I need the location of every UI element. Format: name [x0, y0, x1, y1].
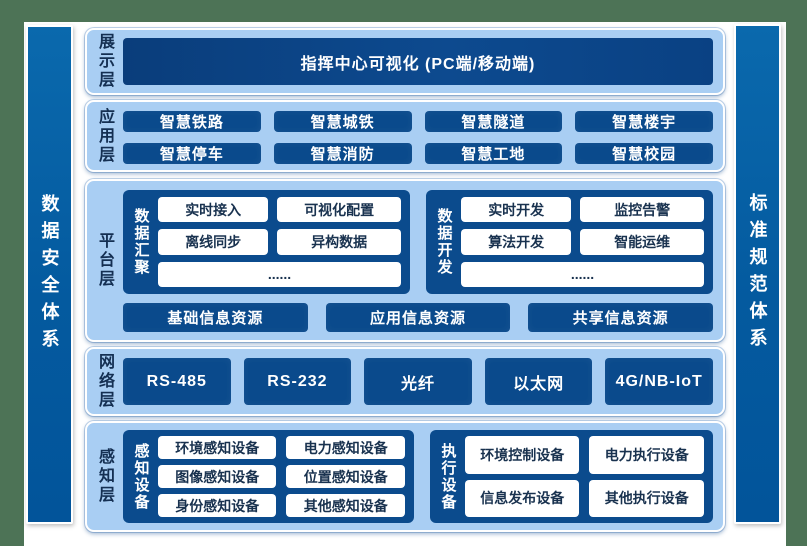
platform-item: 实时开发 [461, 197, 572, 223]
execution-devices-group: 执行设备 环境控制设备 电力执行设备 信息发布设备 其他执行设备 [429, 430, 713, 523]
network-box: RS-485 [123, 358, 231, 405]
device-box: 其他执行设备 [589, 479, 704, 517]
network-layer-label: 网络层 [96, 353, 113, 410]
application-box: 智慧停车 [123, 143, 261, 164]
device-box: 其他感知设备 [286, 494, 405, 517]
application-box: 智慧城铁 [273, 111, 412, 132]
application-box: 智慧铁路 [123, 111, 261, 132]
application-layer-body: 智慧铁路 智慧城铁 智慧隧道 智慧楼宇 智慧停车 智慧消防 智慧工地 智慧校园 [121, 102, 723, 170]
data-aggregation-label: 数据汇聚 [132, 208, 150, 276]
platform-item: 异构数据 [277, 229, 401, 255]
data-security-pillar: 数据安全体系 [26, 25, 73, 524]
device-box: 电力感知设备 [286, 436, 405, 459]
platform-item: 智能运维 [580, 229, 704, 255]
application-box: 智慧工地 [424, 143, 563, 164]
application-box: 智慧消防 [273, 143, 412, 164]
sensing-devices-grid: 环境感知设备 电力感知设备 图像感知设备 位置感知设备 身份感知设备 其他感知设… [158, 436, 405, 517]
perception-layer-panel: 感知层 感知设备 环境感知设备 电力感知设备 图像感知设备 位置感知设备 身份感… [85, 421, 725, 532]
application-box: 智慧楼宇 [575, 111, 713, 132]
display-layer-panel: 展示层 指挥中心可视化 (PC端/移动端) [85, 28, 725, 95]
perception-layer-body: 感知设备 环境感知设备 电力感知设备 图像感知设备 位置感知设备 身份感知设备 … [121, 423, 723, 530]
device-box: 信息发布设备 [464, 479, 580, 517]
platform-item: 离线同步 [158, 229, 269, 255]
platform-item: 实时接入 [158, 197, 269, 223]
platform-item-more: ...... [158, 261, 401, 287]
network-box: 光纤 [364, 358, 472, 405]
network-box: 4G/NB-IoT [605, 358, 713, 405]
execution-devices-grid: 环境控制设备 电力执行设备 信息发布设备 其他执行设备 [464, 436, 704, 517]
data-aggregation-grid: 实时接入 可视化配置 离线同步 异构数据 ...... [158, 197, 401, 287]
resource-box: 共享信息资源 [528, 303, 714, 332]
network-layer-panel: 网络层 RS-485 RS-232 光纤 以太网 4G/NB-IoT [85, 347, 725, 416]
data-aggregation-group: 数据汇聚 实时接入 可视化配置 离线同步 异构数据 ...... [123, 190, 410, 294]
standards-pillar-label: 标准规范体系 [747, 193, 768, 355]
application-box: 智慧校园 [575, 143, 713, 164]
platform-item: 监控告警 [580, 197, 704, 223]
application-box: 智慧隧道 [424, 111, 563, 132]
data-development-label: 数据开发 [435, 208, 453, 276]
display-layer-label: 展示层 [96, 33, 113, 90]
application-layer-panel: 应用层 智慧铁路 智慧城铁 智慧隧道 智慧楼宇 智慧停车 智慧消防 智慧工地 智… [85, 100, 725, 172]
network-box: RS-232 [243, 358, 352, 405]
network-box: 以太网 [484, 358, 593, 405]
platform-item: 算法开发 [461, 229, 572, 255]
platform-layer-body: 数据汇聚 实时接入 可视化配置 离线同步 异构数据 ...... 数据开发 实时… [121, 181, 723, 340]
sensing-devices-label: 感知设备 [132, 442, 150, 511]
data-development-group: 数据开发 实时开发 监控告警 算法开发 智能运维 ...... [426, 190, 713, 294]
device-box: 环境控制设备 [464, 436, 580, 474]
execution-devices-label: 执行设备 [439, 442, 457, 511]
device-box: 位置感知设备 [286, 465, 405, 488]
application-layer-label: 应用层 [96, 107, 113, 165]
platform-groups-row: 数据汇聚 实时接入 可视化配置 离线同步 异构数据 ...... 数据开发 实时… [123, 190, 713, 294]
network-layer-body: RS-485 RS-232 光纤 以太网 4G/NB-IoT [121, 349, 723, 414]
device-box: 环境感知设备 [158, 436, 277, 459]
device-box: 电力执行设备 [589, 436, 704, 474]
device-box: 图像感知设备 [158, 465, 277, 488]
platform-item: 可视化配置 [277, 197, 401, 223]
platform-layer-label: 平台层 [96, 232, 113, 289]
platform-item-more: ...... [461, 261, 704, 287]
perception-layer-label: 感知层 [96, 448, 113, 505]
platform-layer-panel: 平台层 数据汇聚 实时接入 可视化配置 离线同步 异构数据 ...... 数据开… [85, 179, 725, 342]
command-center-bar: 指挥中心可视化 (PC端/移动端) [123, 38, 713, 85]
sensing-devices-group: 感知设备 环境感知设备 电力感知设备 图像感知设备 位置感知设备 身份感知设备 … [123, 430, 414, 523]
device-box: 身份感知设备 [158, 494, 277, 517]
display-layer-body: 指挥中心可视化 (PC端/移动端) [121, 30, 723, 93]
resource-box: 基础信息资源 [123, 303, 308, 332]
information-resources-row: 基础信息资源 应用信息资源 共享信息资源 [123, 303, 714, 332]
data-development-grid: 实时开发 监控告警 算法开发 智能运维 ...... [461, 197, 704, 287]
resource-box: 应用信息资源 [325, 303, 511, 332]
standards-pillar: 标准规范体系 [734, 24, 781, 524]
data-security-pillar-label: 数据安全体系 [39, 193, 60, 356]
